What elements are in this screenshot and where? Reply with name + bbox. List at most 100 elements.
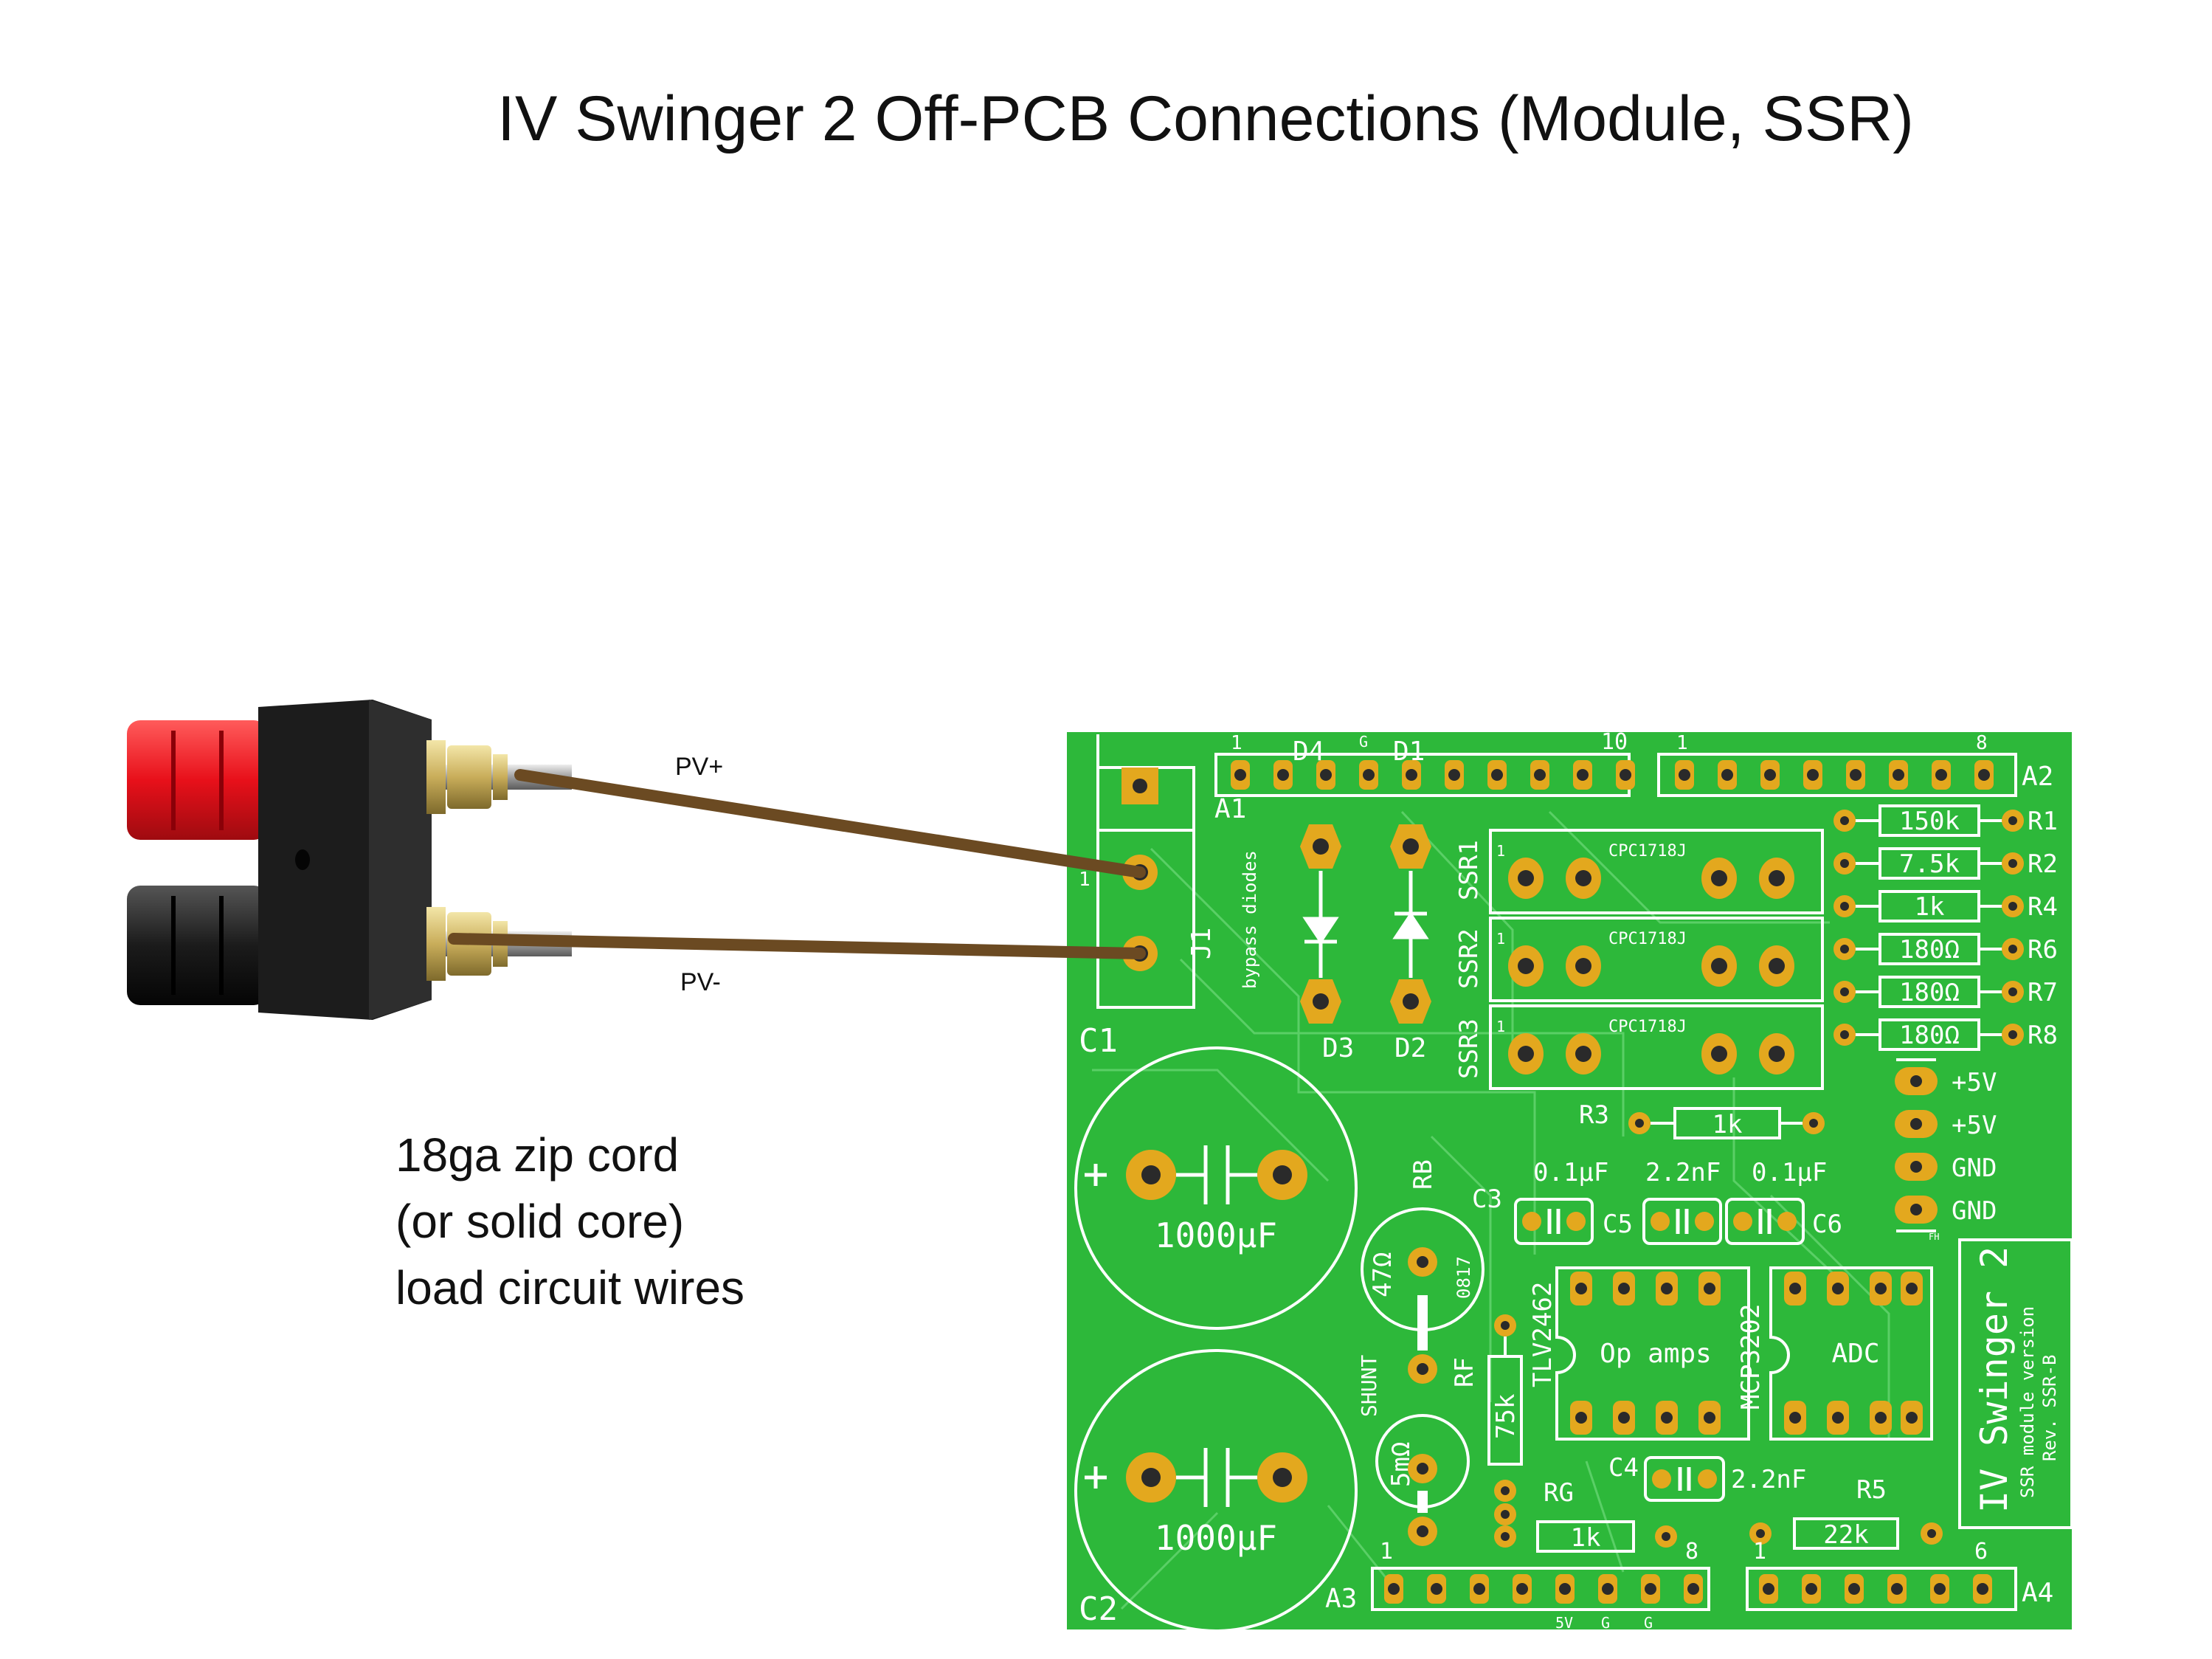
power-mark: FH (1929, 1232, 1939, 1242)
page-title: IV Swinger 2 Off-PCB Connections (Module… (497, 83, 1914, 154)
rb-ref: RB (1409, 1159, 1438, 1190)
c2-ref: C2 (1079, 1590, 1118, 1628)
a3-g-mark-2: G (1644, 1614, 1653, 1632)
ssr2-label: SSR2 (1454, 928, 1484, 989)
black-terminal-cap (127, 886, 267, 1005)
rb-value: 47Ω (1368, 1252, 1397, 1297)
red-terminal-cap (127, 720, 267, 840)
a1-pin1: 1 (1231, 732, 1242, 754)
r1-value: 150k (1899, 807, 1960, 836)
a1-gnd-mark: G (1359, 733, 1368, 751)
r7-ref: R7 (2028, 978, 2058, 1007)
c3-ref: C3 (1472, 1184, 1502, 1214)
a4-pin1: 1 (1753, 1539, 1766, 1565)
ssr1-part: CPC1718J (1608, 842, 1687, 860)
brand-revision: Rev. SSR-B (2039, 1355, 2060, 1462)
r5-resistor: R5 22k (1749, 1475, 1943, 1550)
bypass-diodes: D4 D1 D3 D2 bypass diodes (1240, 737, 1431, 1063)
c3-value: 0.1µF (1533, 1158, 1608, 1187)
d4-label: D4 (1293, 737, 1324, 767)
resistor-column: 150k 7.5k 1k 180Ω 180Ω 180Ω R1 R2 R4 R6 … (1833, 804, 2058, 1051)
power-header: +5V +5V GND GND FH (1895, 1058, 1997, 1242)
d1-label: D1 (1393, 737, 1425, 767)
pv-minus-label: PV- (680, 968, 721, 996)
c4-ref: C4 (1608, 1453, 1639, 1483)
c4-value: 2.2nF (1731, 1465, 1806, 1494)
ssr3-label: SSR3 (1454, 1018, 1484, 1079)
opamp-part: TLV2462 (1528, 1282, 1558, 1387)
ssr2-part: CPC1718J (1608, 930, 1687, 948)
r3-resistor: R3 1k (1579, 1100, 1825, 1139)
a2-pin1: 1 (1676, 732, 1688, 754)
ssr2-pin1: 1 (1496, 930, 1505, 948)
power-gnd-2: GND (1952, 1196, 1997, 1226)
ssr3-pin1: 1 (1496, 1018, 1505, 1035)
c2-value: 1000µF (1155, 1518, 1277, 1558)
c1-label: C1 (1079, 1022, 1118, 1060)
header-a2: 1 8 A2 (1657, 732, 2053, 797)
a3-5v-mark: 5V (1555, 1614, 1573, 1632)
a1-pin10: 10 (1601, 729, 1628, 755)
header-a1: 1 G 10 A1 (1214, 729, 1635, 824)
d3-label: D3 (1322, 1033, 1354, 1063)
r2-value: 7.5k (1899, 849, 1960, 879)
ssr-relays: SSR1 SSR2 SSR3 CPC1718J CPC1718J CPC1718… (1454, 829, 1824, 1090)
header-a4: 1 6 A4 (1746, 1539, 2053, 1611)
rf-resistor: RF 75k (1450, 1314, 1523, 1525)
r5-value: 22k (1823, 1520, 1868, 1550)
r6-ref: R6 (2028, 935, 2058, 965)
pv-minus-wire (448, 933, 1146, 959)
rg-value: 1k (1571, 1523, 1601, 1553)
caption-line-3: load circuit wires (395, 1261, 745, 1314)
r4-value: 1k (1915, 892, 1945, 922)
c6-value: 0.1µF (1752, 1158, 1827, 1187)
r8-value: 180Ω (1899, 1021, 1960, 1050)
adc-chip: MCP3202 ADC (1736, 1266, 1933, 1441)
opamp-label: Op amps (1600, 1339, 1712, 1369)
a3-g-mark-1: G (1601, 1614, 1610, 1632)
pv-plus-wire (514, 769, 1146, 878)
a2-pin8: 8 (1976, 732, 1988, 754)
c6-ref: C6 (1812, 1210, 1842, 1239)
r5-ref: R5 (1856, 1475, 1887, 1505)
r4-ref: R4 (2028, 892, 2058, 922)
rg-resistor: RG 1k (1494, 1478, 1677, 1553)
c5-value: 2.2nF (1645, 1158, 1721, 1187)
pv-plus-label: PV+ (675, 753, 724, 781)
r1-ref: R1 (2028, 807, 2058, 836)
wire-caption: 18ga zip cord (or solid core) load circu… (395, 1122, 744, 1321)
adc-label: ADC (1831, 1339, 1879, 1369)
r3-value: 1k (1712, 1110, 1743, 1139)
rb-code: 0817 (1454, 1256, 1474, 1299)
rf-ref: RF (1450, 1357, 1479, 1387)
ssr3-part: CPC1718J (1608, 1018, 1687, 1036)
opamp-chip: TLV2462 Op amps (1528, 1266, 1750, 1441)
c5-ref: C5 (1603, 1210, 1633, 1239)
a4-label: A4 (2022, 1578, 2053, 1608)
brand-version: SSR module version (2017, 1306, 2038, 1498)
r8-ref: R8 (2028, 1021, 2058, 1050)
a3-pin1: 1 (1380, 1539, 1393, 1565)
a4-pin6: 6 (1974, 1539, 1988, 1565)
a1-label: A1 (1214, 794, 1246, 824)
power-5v-2: +5V (1952, 1111, 1997, 1140)
j1-pin1-label: 1 (1079, 869, 1091, 891)
small-capacitors: 0.1µF 2.2nF 0.1µF C3 C5 C6 (1472, 1158, 1842, 1245)
d2-label: D2 (1394, 1033, 1426, 1063)
power-gnd-1: GND (1952, 1153, 1997, 1183)
a3-pin8: 8 (1685, 1539, 1698, 1565)
board-brand: IV Swinger 2 SSR module version Rev. SSR… (1958, 1238, 2073, 1529)
shunt-section: RB 47Ω 0817 SHUNT 5mΩ (1357, 1159, 1485, 1546)
j1-label: J1 (1186, 928, 1217, 959)
c1-value: 1000µF (1155, 1215, 1277, 1255)
a3-label: A3 (1325, 1584, 1357, 1614)
binding-post (127, 700, 572, 1020)
ssr1-pin1: 1 (1496, 842, 1505, 860)
rg-ref: RG (1544, 1478, 1574, 1508)
header-a3: 1 8 A3 5V G G (1325, 1539, 1710, 1632)
r3-ref: R3 (1579, 1100, 1609, 1130)
a2-label: A2 (2022, 762, 2053, 792)
bulk-capacitors: 1000µF 1000µF C2 (1074, 1046, 1358, 1632)
ssr1-label: SSR1 (1454, 840, 1484, 900)
